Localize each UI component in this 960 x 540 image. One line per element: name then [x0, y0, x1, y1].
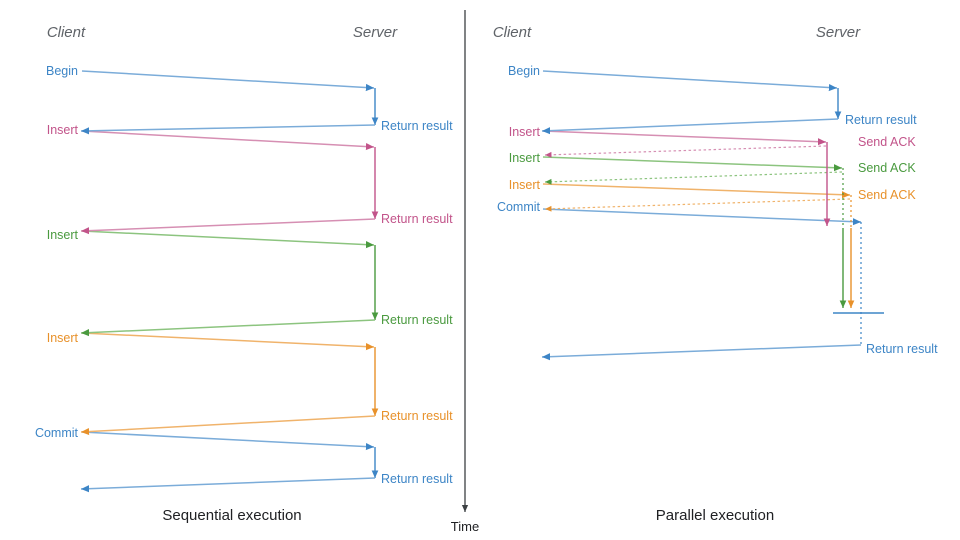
server-message-label-parallel-2: Send ACK	[858, 161, 916, 175]
response-arrow-sequential-3	[80, 415, 376, 436]
response-arrow-parallel-0	[541, 118, 839, 135]
actor-label-client-parallel: Client	[493, 24, 532, 41]
server-message-label-parallel-3: Send ACK	[858, 188, 916, 202]
client-message-label-parallel-0: Begin	[508, 64, 540, 78]
request-arrow-parallel-4	[542, 208, 862, 226]
client-message-label-sequential-3: Insert	[47, 331, 79, 345]
server-message-label-sequential-3: Return result	[381, 409, 453, 423]
request-arrow-sequential-1	[81, 130, 375, 151]
actor-label-server-parallel: Server	[816, 24, 861, 41]
panel-caption-sequential: Sequential execution	[162, 507, 301, 524]
request-arrow-parallel-2	[542, 156, 843, 172]
client-message-label-parallel-2: Insert	[509, 151, 541, 165]
request-arrow-parallel-1	[542, 130, 827, 146]
server-message-label-sequential-4: Return result	[381, 472, 453, 486]
client-message-label-sequential-0: Begin	[46, 64, 78, 78]
request-arrow-sequential-2	[81, 230, 375, 249]
response-arrow-sequential-1	[80, 218, 376, 235]
client-message-label-sequential-1: Insert	[47, 123, 79, 137]
response-arrow-sequential-4	[80, 477, 376, 493]
ack-arrow-parallel-1	[544, 171, 843, 185]
client-message-label-sequential-4: Commit	[35, 426, 79, 440]
client-message-label-sequential-2: Insert	[47, 228, 79, 242]
server-message-label-sequential-2: Return result	[381, 313, 453, 327]
response-arrow-sequential-2	[80, 319, 376, 337]
request-arrow-sequential-0	[81, 70, 375, 92]
panel-caption-parallel: Parallel execution	[656, 507, 774, 524]
response-arrow-sequential-0	[80, 124, 376, 135]
ack-arrow-parallel-0	[544, 145, 827, 158]
request-arrow-sequential-3	[81, 332, 375, 351]
server-message-label-sequential-0: Return result	[381, 119, 453, 133]
server-message-label-parallel-0: Return result	[845, 113, 917, 127]
actor-label-client-sequential: Client	[47, 24, 86, 41]
request-arrow-sequential-4	[81, 431, 375, 451]
server-message-label-sequential-1: Return result	[381, 212, 453, 226]
time-axis-label: Time	[451, 519, 479, 534]
actor-label-server-sequential: Server	[353, 24, 398, 41]
client-message-label-parallel-1: Insert	[509, 125, 541, 139]
ack-arrow-parallel-2	[544, 198, 851, 212]
server-message-label-parallel-4: Return result	[866, 342, 938, 356]
request-arrow-parallel-3	[542, 183, 851, 199]
client-message-label-parallel-4: Commit	[497, 200, 541, 214]
response-arrow-parallel-1	[541, 344, 862, 361]
client-message-label-parallel-3: Insert	[509, 178, 541, 192]
request-arrow-parallel-0	[542, 70, 838, 92]
server-message-label-parallel-1: Send ACK	[858, 135, 916, 149]
